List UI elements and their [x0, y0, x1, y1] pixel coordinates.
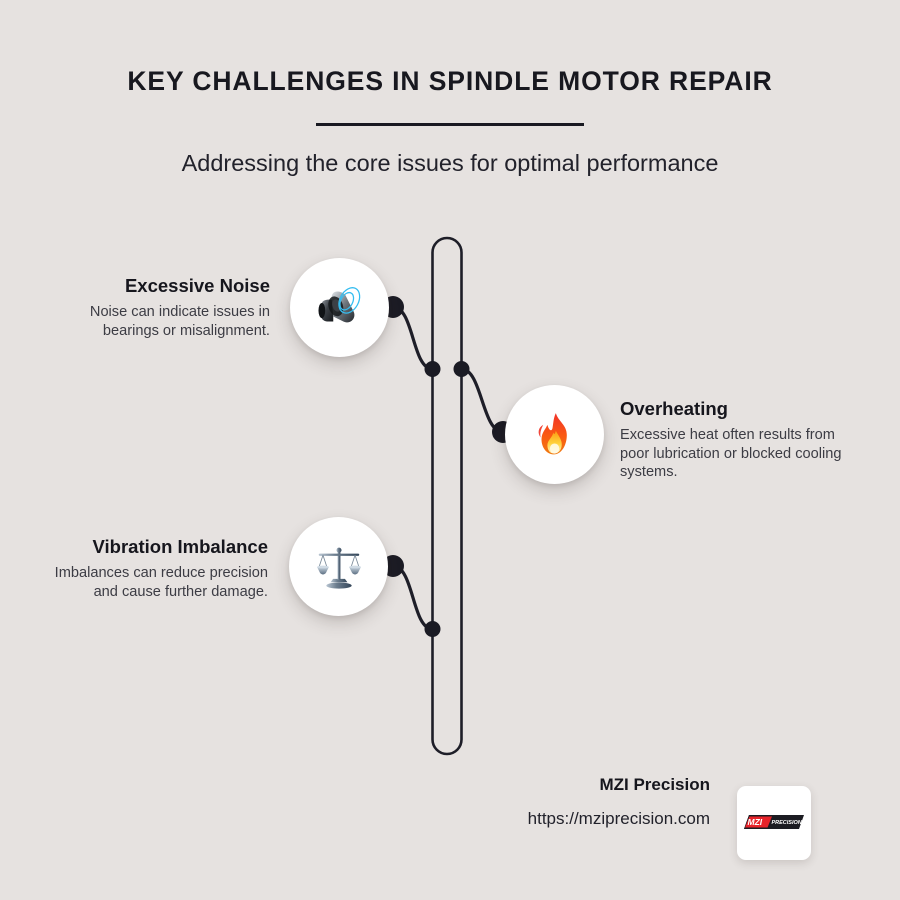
item-heading: Overheating	[620, 398, 728, 419]
text-block-noise: Excessive Noise Noise can indicate issue…	[32, 275, 270, 340]
brand-name: MZI Precision	[599, 775, 710, 794]
brand-logo-badge: MZI PRECISION	[737, 786, 811, 860]
footer-text: MZI Precision https://mziprecision.com	[290, 775, 710, 829]
central-track	[431, 236, 463, 756]
item-body: Imbalances can reduce precision and caus…	[54, 565, 268, 600]
item-body: Excessive heat often results from poor l…	[620, 427, 842, 481]
connector-node-overheating-track	[453, 361, 470, 377]
item-body: Noise can indicate issues in bearings or…	[89, 304, 270, 339]
connector-node-noise-track	[424, 361, 441, 377]
loudspeaker-icon	[317, 286, 360, 322]
page-subtitle: Addressing the core issues for optimal p…	[181, 150, 719, 176]
page-title: KEY CHALLENGES IN SPINDLE MOTOR REPAIR	[127, 66, 773, 96]
connector-line-noise	[391, 305, 435, 371]
icon-circle-overheating	[505, 385, 604, 484]
item-heading: Vibration Imbalance	[92, 536, 268, 557]
item-heading: Excessive Noise	[124, 275, 270, 296]
icon-circle-noise	[290, 258, 389, 357]
mzi-precision-logo-icon: MZI PRECISION	[744, 815, 804, 829]
icon-circle-vibration	[289, 517, 388, 616]
connector-line-vibration	[391, 564, 435, 631]
header: KEY CHALLENGES IN SPINDLE MOTOR REPAIR A…	[0, 0, 900, 177]
website-url[interactable]: https://mziprecision.com	[527, 809, 710, 828]
text-block-overheating: Overheating Excessive heat often results…	[620, 398, 858, 481]
balance-scale-icon	[316, 547, 361, 589]
logo-text-precision: PRECISION	[772, 820, 803, 826]
logo-text-mzi: MZI	[748, 817, 763, 827]
connector-line-overheating	[459, 367, 505, 434]
fire-icon	[538, 412, 567, 454]
title-divider	[316, 123, 584, 126]
connector-node-vibration-track	[424, 621, 441, 637]
text-block-vibration: Vibration Imbalance Imbalances can reduc…	[30, 536, 268, 601]
